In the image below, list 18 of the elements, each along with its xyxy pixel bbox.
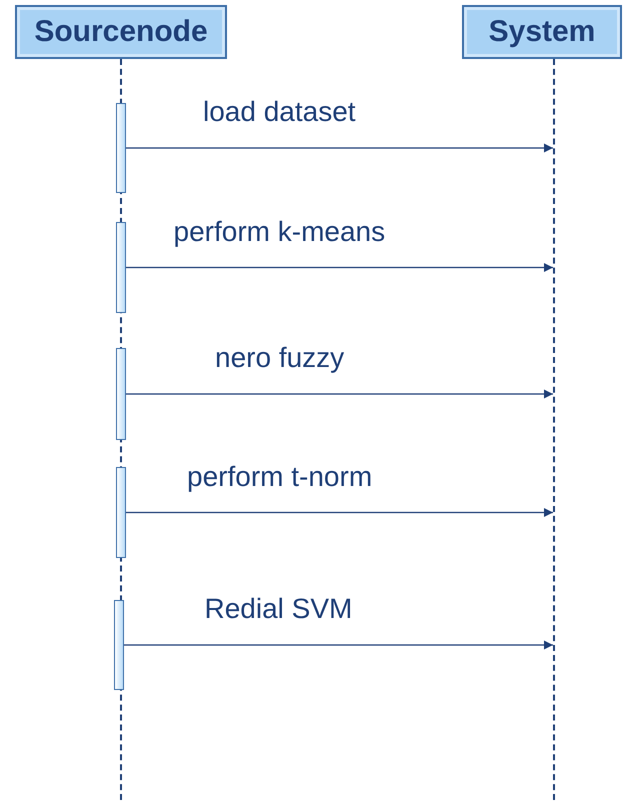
message-label: nero fuzzy [215, 342, 344, 374]
message-label: Redial SVM [204, 593, 352, 625]
message-arrow [124, 640, 553, 650]
activation-bar [116, 103, 126, 193]
activation-bar [114, 600, 124, 690]
message-arrow [126, 389, 553, 399]
message-label: perform t-norm [187, 460, 372, 492]
message-label: load dataset [203, 96, 356, 128]
activation-bar [116, 348, 126, 440]
activation-bar [116, 222, 126, 313]
message-arrow [126, 508, 553, 518]
activation-bar [116, 467, 126, 558]
message-arrow [126, 143, 553, 153]
message-arrow [126, 262, 553, 272]
message-label: perform k-means [174, 216, 386, 248]
participant-box: Sourcenode [15, 5, 227, 59]
participant-box: System [462, 5, 622, 59]
lifeline [553, 59, 555, 800]
